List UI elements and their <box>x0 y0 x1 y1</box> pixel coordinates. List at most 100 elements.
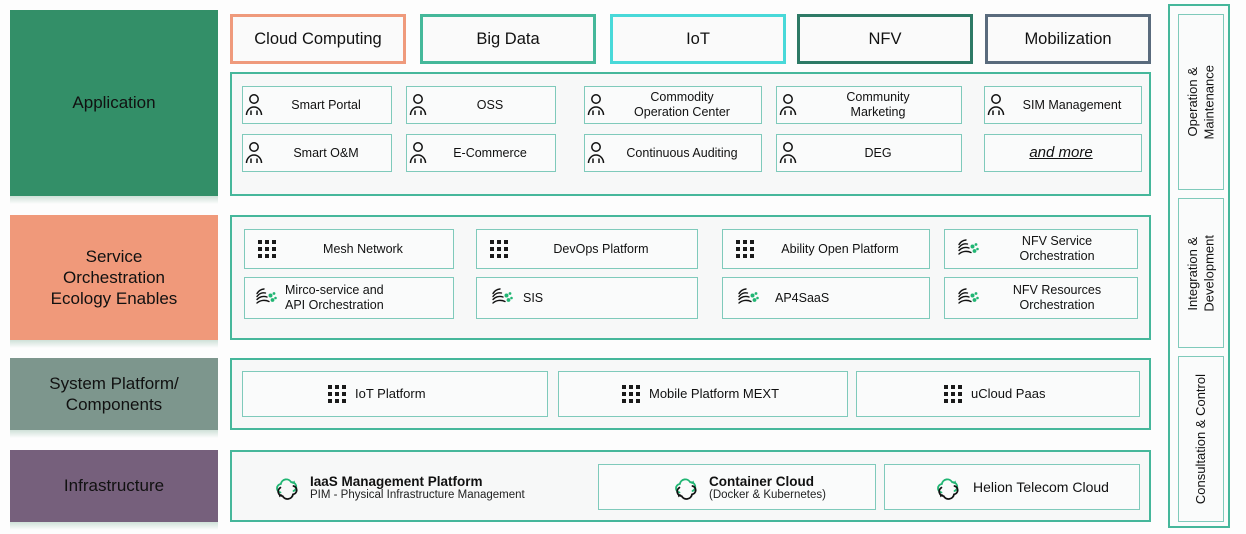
category-chip-mobilization[interactable]: Mobilization <box>985 14 1151 64</box>
category-chip-label: Big Data <box>476 29 540 48</box>
infra-item-label: IaaS Management Platform <box>310 473 483 489</box>
app-item-label: SIM Management <box>1022 97 1122 112</box>
person-icon <box>585 141 607 165</box>
infra-item-sub: PIM - Physical Infrastructure Management <box>310 488 525 501</box>
service-item-ability-open-platform[interactable]: Ability Open Platform <box>722 229 930 269</box>
service-item-nfv-service-orchestration[interactable]: NFV Service Orchestration <box>944 229 1138 269</box>
category-chip-label: IoT <box>686 29 710 48</box>
swoosh-icon <box>955 237 981 261</box>
cloud-sync-icon <box>272 474 302 500</box>
app-item-community-marketing[interactable]: Community Marketing <box>776 86 962 124</box>
category-chip-label: Cloud Computing <box>254 29 382 48</box>
system-item-iot-platform[interactable]: IoT Platform <box>242 371 548 417</box>
service-item-label: DevOps Platform <box>553 241 649 256</box>
category-chip-big-data[interactable]: Big Data <box>420 14 596 64</box>
layer-label-infrastructure: Infrastructure <box>10 450 218 522</box>
app-item-sim-management[interactable]: SIM Management <box>984 86 1142 124</box>
rail-item-label: Operation & Maintenance <box>1184 64 1216 140</box>
app-item-label: E-Commerce <box>453 145 527 160</box>
app-item-label: Community Marketing <box>846 90 910 119</box>
grid-dots-icon <box>257 239 277 259</box>
layer-label-system-text: System Platform/ Components <box>49 373 179 414</box>
category-chip-iot[interactable]: IoT <box>610 14 786 64</box>
infra-item-iaas-management-platform[interactable]: IaaS Management Platform PIM - Physical … <box>272 464 592 510</box>
grid-dots-icon <box>489 239 509 259</box>
category-chip-label: Mobilization <box>1024 29 1112 48</box>
service-label-shadow <box>10 340 218 348</box>
category-chip-label: NFV <box>868 29 902 48</box>
category-chip-cloud-computing[interactable]: Cloud Computing <box>230 14 406 64</box>
system-item-label: Mobile Platform MEXT <box>649 386 780 402</box>
rail-item-label: Integration & Development <box>1184 234 1216 312</box>
rail-item-operation-maintenance[interactable]: Operation & Maintenance <box>1178 14 1224 190</box>
service-item-sis[interactable]: SIS <box>476 277 698 319</box>
service-item-label: NFV Resources Orchestration <box>1012 283 1102 312</box>
person-icon <box>585 93 607 117</box>
person-icon <box>243 93 265 117</box>
service-item-label: Mirco-service and API Orchestration <box>285 283 384 312</box>
rail-item-label: Consultation & Control <box>1192 373 1208 505</box>
rail-item-integration-development[interactable]: Integration & Development <box>1178 198 1224 348</box>
app-item-label: and more <box>1029 144 1093 161</box>
service-item-devops-platform[interactable]: DevOps Platform <box>476 229 698 269</box>
service-item-label: NFV Service Orchestration <box>1019 234 1095 263</box>
layer-label-service-text: Service Orchestration Ecology Enables <box>50 246 178 309</box>
person-icon <box>985 93 1007 117</box>
app-item-continuous-auditing[interactable]: Continuous Auditing <box>584 134 762 172</box>
infra-item-label: Container Cloud <box>709 473 814 489</box>
infra-item-sub: (Docker & Kubernetes) <box>709 488 826 501</box>
service-item-label: Ability Open Platform <box>781 241 899 256</box>
infra-item-label: Helion Telecom Cloud <box>973 478 1109 495</box>
application-label-shadow <box>10 196 218 204</box>
category-chip-nfv[interactable]: NFV <box>797 14 973 64</box>
person-icon <box>407 141 429 165</box>
system-item-ucloud-paas[interactable]: uCloud Paas <box>856 371 1140 417</box>
rail-item-consultation-control[interactable]: Consultation & Control <box>1178 356 1224 522</box>
system-item-label: uCloud Paas <box>971 386 1046 402</box>
app-item-label: OSS <box>476 97 504 112</box>
app-item-and-more[interactable]: and more <box>984 134 1142 172</box>
infra-item-text: Container Cloud (Docker & Kubernetes) <box>701 474 826 501</box>
system-item-mobile-platform-mext[interactable]: Mobile Platform MEXT <box>558 371 848 417</box>
person-icon <box>777 141 799 165</box>
infra-item-container-cloud[interactable]: Container Cloud (Docker & Kubernetes) <box>598 464 876 510</box>
cloud-sync-icon <box>933 474 963 500</box>
service-item-mesh-network[interactable]: Mesh Network <box>244 229 454 269</box>
system-label-shadow <box>10 430 218 438</box>
grid-dots-icon <box>735 239 755 259</box>
infrastructure-label-shadow <box>10 522 218 530</box>
person-icon <box>777 93 799 117</box>
service-item-label: SIS <box>523 290 544 305</box>
swoosh-icon <box>253 286 279 310</box>
app-item-label: Smart O&M <box>293 145 359 160</box>
app-item-deg[interactable]: DEG <box>776 134 962 172</box>
infra-item-helion-telecom-cloud[interactable]: Helion Telecom Cloud <box>884 464 1140 510</box>
infrastructure-panel: IaaS Management Platform PIM - Physical … <box>230 450 1151 522</box>
app-item-label: DEG <box>864 145 892 160</box>
app-item-smart-o-and-m[interactable]: Smart O&M <box>242 134 392 172</box>
app-item-commodity-operation-center[interactable]: Commodity Operation Center <box>584 86 762 124</box>
cloud-sync-icon <box>671 474 701 500</box>
layer-label-service: Service Orchestration Ecology Enables <box>10 215 218 340</box>
app-item-smart-portal[interactable]: Smart Portal <box>242 86 392 124</box>
layer-label-application-text: Application <box>72 93 156 113</box>
swoosh-icon <box>955 286 981 310</box>
swoosh-icon <box>489 286 515 310</box>
infra-item-text: IaaS Management Platform PIM - Physical … <box>302 474 525 501</box>
person-icon <box>243 141 265 165</box>
app-item-oss[interactable]: OSS <box>406 86 556 124</box>
service-orchestration-panel: Mesh Network DevOps Platform Ability Ope… <box>230 215 1151 340</box>
service-item-label: AP4SaaS <box>775 290 830 305</box>
system-item-label: IoT Platform <box>355 386 426 402</box>
lifecycle-rail: Operation & Maintenance Integration & De… <box>1168 4 1230 528</box>
system-platform-panel: IoT Platform Mobile Platform MEXT uCloud… <box>230 358 1151 430</box>
app-item-e-commerce[interactable]: E-Commerce <box>406 134 556 172</box>
person-icon <box>407 93 429 117</box>
service-item-ap4saas[interactable]: AP4SaaS <box>722 277 930 319</box>
layer-label-application: Application <box>10 10 218 196</box>
service-item-label: Mesh Network <box>323 241 403 256</box>
service-item-microservice-api-orchestration[interactable]: Mirco-service and API Orchestration <box>244 277 454 319</box>
grid-dots-icon <box>327 384 347 404</box>
service-item-nfv-resources-orchestration[interactable]: NFV Resources Orchestration <box>944 277 1138 319</box>
